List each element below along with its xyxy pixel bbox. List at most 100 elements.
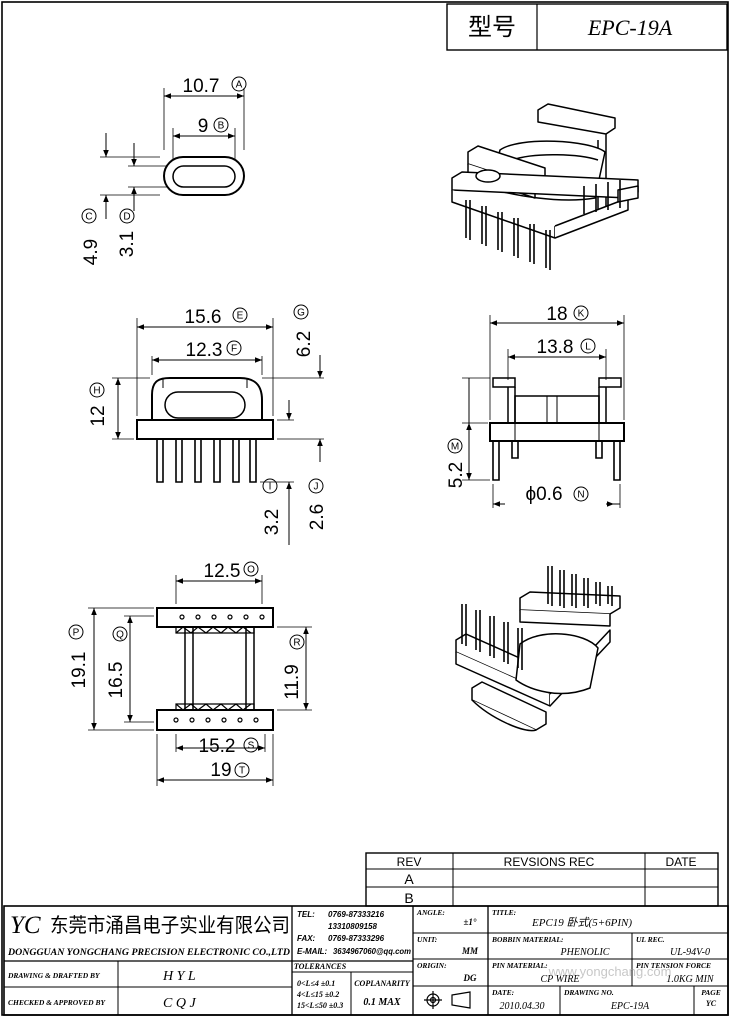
dim-q-marker: Q [112, 626, 128, 642]
dim-l-value: 13.8 [537, 337, 574, 358]
bobbin-label: BOBBIN MATERIAL: [491, 935, 563, 944]
dim-b-value: 9 [198, 116, 209, 137]
dim-r-marker: R [289, 634, 305, 650]
page-value: YC [706, 999, 717, 1008]
svg-text:B: B [218, 121, 225, 132]
svg-text:C: C [85, 212, 92, 223]
svg-text:I: I [269, 482, 272, 493]
dim-i-marker: I [262, 478, 278, 494]
svg-text:T: T [239, 766, 245, 777]
svg-text:R: R [293, 638, 300, 649]
checked-label: CHECKED & APPROVED BY [8, 998, 106, 1007]
dim-d-value: 3.1 [117, 231, 138, 257]
svg-text:L: L [585, 342, 591, 353]
svg-text:P: P [73, 628, 80, 639]
dim-s-value: 15.2 [199, 736, 236, 757]
title-block-grid [3, 905, 729, 1016]
dim-m-marker: M [447, 438, 463, 454]
email-value: 3634967060@qq.com [333, 947, 411, 956]
drawn-label: DRAWING & DRAFTED BY [7, 971, 101, 980]
pin-tension-value: 1.0KG MIN [666, 974, 715, 985]
dim-k-marker: K [573, 305, 589, 321]
dim-o-value: 12.5 [204, 561, 241, 582]
dim-o-marker: O [243, 561, 259, 577]
dim-n-value: ϕ0.6 [525, 484, 562, 505]
view-front [112, 318, 324, 545]
dim-i-value: 3.2 [262, 509, 283, 535]
dim-p-value: 19.1 [69, 652, 90, 689]
rev-row-b: B [404, 890, 413, 906]
rev-row-a: A [404, 871, 414, 887]
pin-tension-label: PIN TENSION FORCE [636, 961, 711, 970]
dim-q-value: 16.5 [106, 662, 127, 699]
drawn-value: H Y L [162, 969, 196, 984]
tolerances-title: TOLERANCES [294, 962, 347, 971]
email-label: E-MAIL: [297, 947, 328, 956]
tolerance-line-3: 15<L≤50 ±0.3 [297, 1001, 343, 1010]
origin-label: ORIGIN: [417, 961, 447, 970]
tolerance-line-1: 0<L≤4 ±0.1 [297, 979, 335, 988]
svg-text:K: K [578, 309, 585, 320]
ul-label: UL REC. [636, 935, 665, 944]
svg-text:A: A [236, 80, 243, 91]
model-value: EPC-19A [587, 15, 673, 40]
projection-symbol-icon [424, 991, 471, 1009]
rev-col-rev: REV [397, 855, 422, 869]
dim-m-value: 5.2 [446, 462, 467, 488]
dim-a-value: 10.7 [183, 76, 220, 97]
rev-col-rec: REVSIONS REC [504, 855, 595, 869]
svg-text:E: E [237, 311, 244, 322]
dim-e-value: 15.6 [185, 307, 222, 328]
dim-r-value: 11.9 [282, 664, 303, 700]
view-isometric-bottom-pins [461, 566, 613, 670]
model-header: 型号 EPC-19A [446, 3, 728, 51]
svg-text:F: F [231, 344, 237, 355]
dim-h-marker: H [89, 382, 105, 398]
unit-value: MM [461, 946, 479, 956]
date-label: DATE: [491, 988, 514, 997]
view-side [462, 315, 625, 508]
dim-t-marker: T [234, 762, 250, 778]
bobbin-value: PHENOLIC [560, 947, 610, 958]
angle-label: ANGLE: [416, 908, 445, 917]
fax-value: 0769-87333296 [328, 934, 385, 943]
svg-text:D: D [123, 212, 130, 223]
dim-j-value: 2.6 [307, 504, 328, 530]
svg-text:S: S [248, 741, 255, 752]
dim-f-marker: F [226, 340, 242, 356]
dim-h-value: 12 [88, 405, 109, 426]
dim-g-marker: G [293, 304, 309, 320]
view-end-oval [100, 88, 245, 219]
coplanarity-label: COPLANARITY [354, 979, 411, 988]
svg-text:N: N [577, 490, 584, 501]
company-name-en: DONGGUAN YONGCHANG PRECISION ELECTRONIC … [7, 948, 290, 958]
dim-f-value: 12.3 [186, 340, 223, 361]
origin-value: DG [463, 973, 477, 983]
dim-c-marker: C [81, 208, 97, 224]
watermark: www.yongchang.com [548, 964, 672, 979]
view-isometric-top-pins [465, 180, 621, 270]
dim-a-marker: A [231, 76, 247, 92]
drawing-no-value: EPC-19A [610, 1001, 650, 1012]
dim-t-value: 19 [210, 760, 231, 781]
dim-j-marker: J [308, 478, 324, 494]
page-label: PAGE [701, 988, 720, 997]
company-name-cn: 东莞市涌昌电子实业有限公司 [50, 914, 290, 937]
ul-value: UL-94V-0 [670, 947, 710, 958]
dim-g-value: 6.2 [294, 331, 315, 357]
company-logo: YC [10, 912, 41, 939]
title-label: TITLE: [492, 908, 516, 917]
date-value: 2010.04.30 [500, 1001, 545, 1012]
rev-col-date: DATE [665, 855, 696, 869]
dim-s-marker: S [243, 737, 259, 753]
tel-1: 0769-87333216 [328, 910, 385, 919]
dim-c-value: 4.9 [81, 239, 102, 265]
dim-e-marker: E [232, 307, 248, 323]
svg-text:M: M [451, 442, 459, 453]
svg-text:J: J [314, 482, 319, 493]
tel-label: TEL: [297, 910, 315, 919]
checked-value: C Q J [163, 996, 196, 1011]
unit-label: UNIT: [417, 935, 437, 944]
